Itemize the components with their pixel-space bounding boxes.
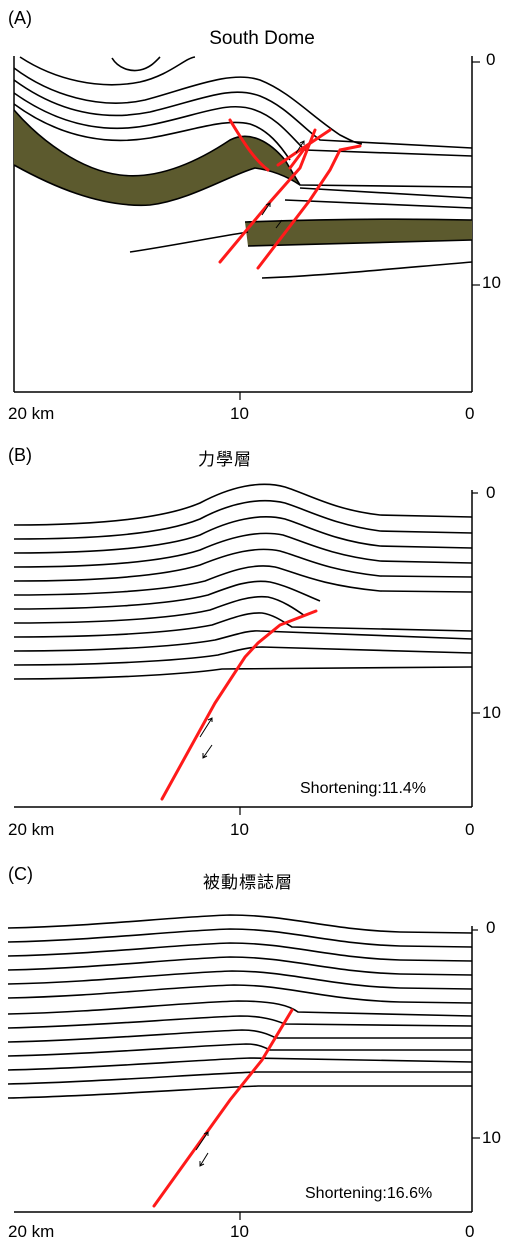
panel-c-fault [152, 1008, 294, 1208]
panel-a-depth-tick-10: 10 [482, 273, 501, 292]
panel-a-fault-3 [256, 144, 362, 270]
panel-c-section [7, 914, 480, 1220]
panel-a-section [13, 56, 480, 400]
panel-c: (C) 被動標誌層 0 10 [0, 860, 510, 1248]
panel-b-x-tick-10: 10 [230, 820, 249, 839]
panel-a-marker-layer-upper [14, 110, 300, 206]
panel-a-faults [218, 118, 362, 270]
panel-b-x-tick-0: 0 [465, 820, 475, 839]
panel-a-depth-tick-0: 0 [486, 50, 496, 69]
panel-a-marker-layer-lower [245, 219, 472, 246]
panel-b-section [13, 483, 480, 815]
panel-c-depth-tick-10: 10 [482, 1128, 501, 1147]
panel-b-depth-tick-10: 10 [482, 703, 501, 722]
panel-a-x-tick-20: 20 km [8, 404, 55, 423]
panel-b-x-tick-20: 20 km [8, 820, 55, 839]
panel-b-title: 力學層 [198, 450, 252, 470]
panel-a-slip-arrows [261, 140, 305, 229]
panel-c-shortening: Shortening:16.6% [305, 1185, 433, 1202]
panel-a-horizons [13, 56, 473, 279]
panel-b-fault [160, 609, 318, 801]
panel-b-shortening: Shortening:11.4% [300, 780, 427, 797]
panel-b-slip-arrows [199, 717, 213, 759]
panel-a-fault-2 [218, 128, 317, 264]
panel-b: (B) 力學層 0 10 Shorte [0, 435, 510, 855]
panel-a-fault-4 [276, 128, 332, 167]
panel-a-title: South Dome [209, 28, 315, 49]
panel-b-label: (B) [8, 445, 32, 465]
panel-a-x-tick-0: 0 [465, 404, 475, 423]
panel-a-x-tick-10: 10 [230, 404, 249, 423]
panel-b-depth-tick-0: 0 [486, 483, 496, 502]
panel-c-horizons [7, 914, 473, 1099]
panel-a-label: (A) [8, 8, 32, 28]
panel-c-slip-arrows [195, 1131, 209, 1167]
panel-c-title: 被動標誌層 [203, 873, 293, 893]
panel-c-label: (C) [8, 864, 33, 884]
panel-c-x-tick-0: 0 [465, 1222, 475, 1241]
panel-c-x-tick-10: 10 [230, 1222, 249, 1241]
panel-b-horizons [13, 483, 473, 680]
panel-a-fault-1 [228, 118, 270, 172]
panel-a-fault-5 [288, 146, 307, 170]
panel-a: (A) South Dome [0, 0, 510, 430]
panel-c-depth-tick-0: 0 [486, 918, 496, 937]
panel-c-x-tick-20: 20 km [8, 1222, 55, 1241]
